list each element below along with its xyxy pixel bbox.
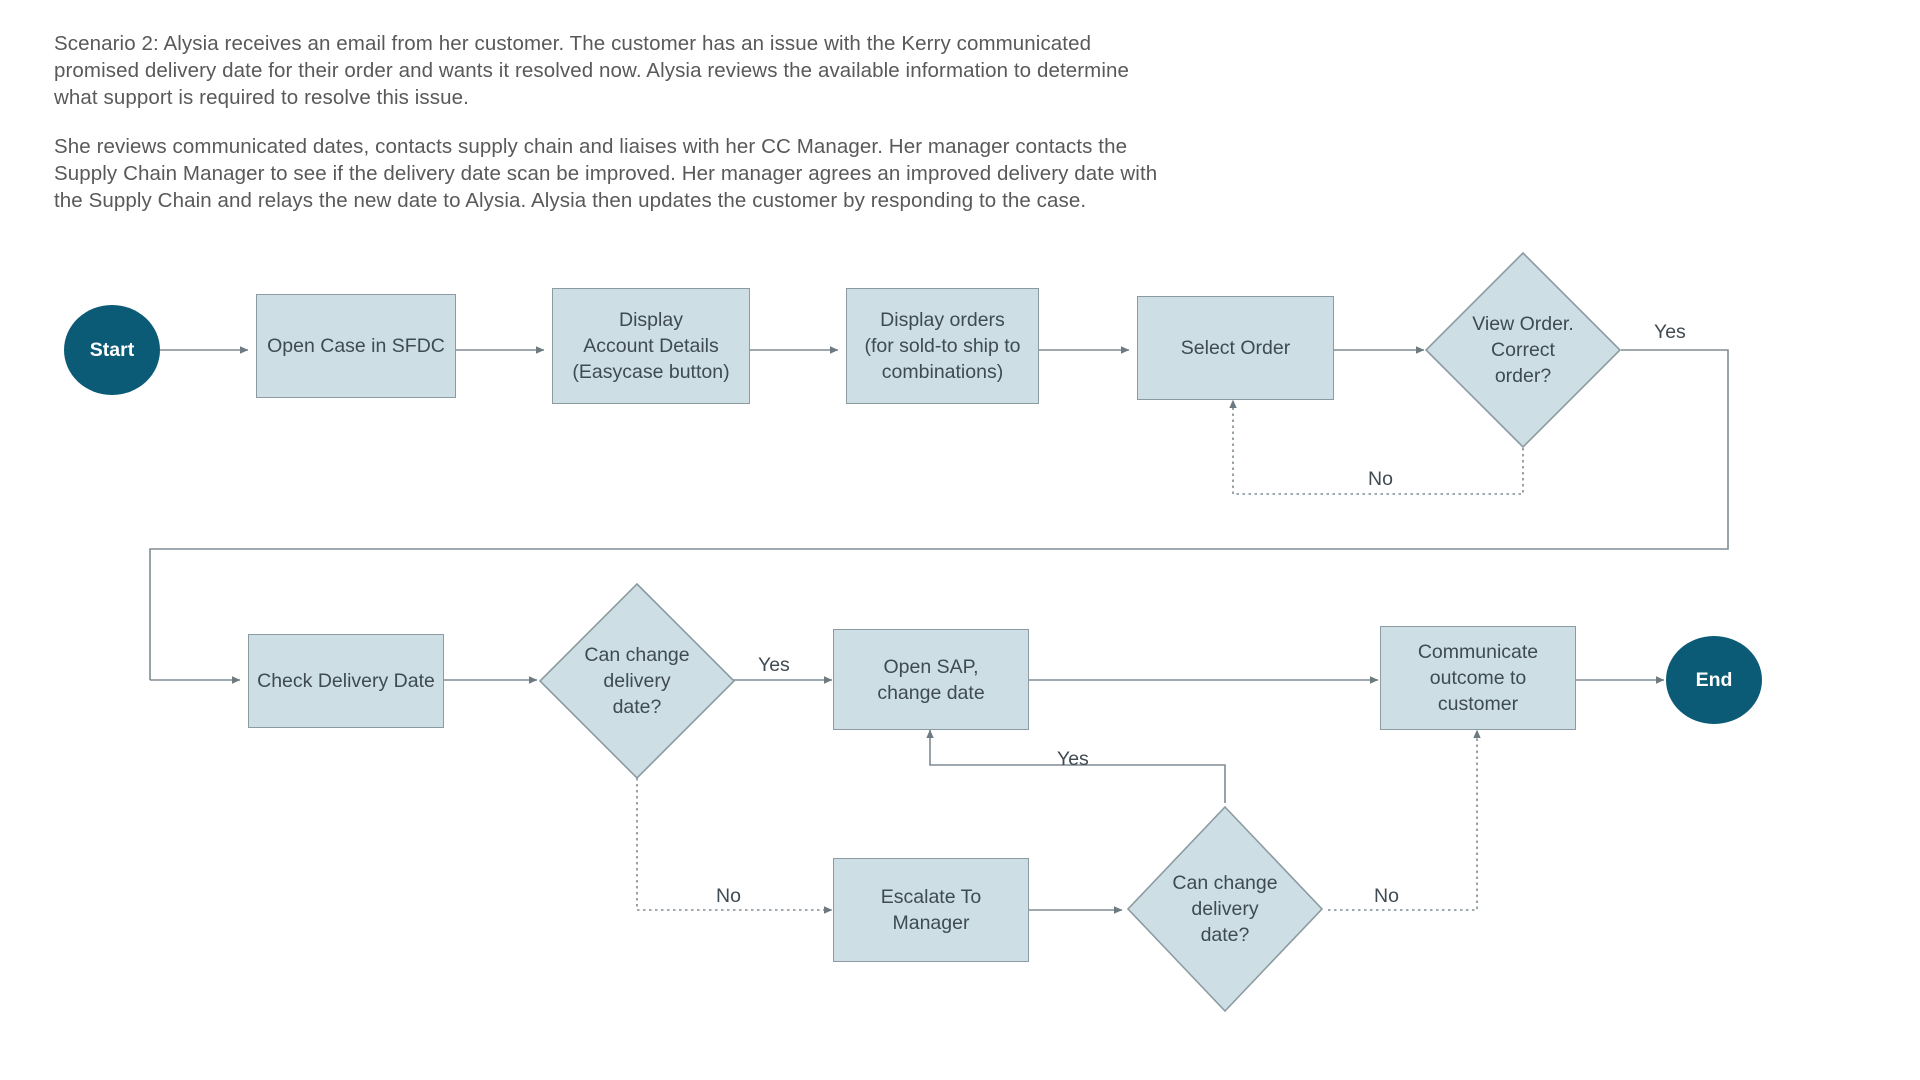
node-start[interactable]: Start [64,305,160,395]
scenario-description: Scenario 2: Alysia receives an email fro… [54,30,1174,236]
node-end[interactable]: End [1666,636,1762,724]
node-check-delivery-date[interactable]: Check Delivery Date [248,634,444,728]
node-end-label: End [1695,669,1733,691]
edge-label-can-change-2-yes: Yes [1057,748,1089,770]
diamond-shape [1425,252,1621,448]
node-open-case-in-sfdc-label: Open Case in SFDC [267,335,445,357]
node-open-sap-change-date-label: Open SAP,change date [877,655,985,704]
edge-label-can-change-1-no: No [716,885,741,907]
node-open-case-in-sfdc[interactable]: Open Case in SFDC [256,294,456,398]
node-check-delivery-date-label: Check Delivery Date [257,670,435,692]
node-select-order-label: Select Order [1180,337,1291,359]
edge-label-view-order-yes: Yes [1654,321,1686,343]
diamond-shape [539,583,735,779]
scenario-paragraph-2: She reviews communicated dates, contacts… [54,135,1158,212]
edge-label-can-change-2-no: No [1374,885,1399,907]
scenario-paragraph-1: Scenario 2: Alysia receives an email fro… [54,32,1130,109]
node-select-order[interactable]: Select Order [1137,296,1334,400]
diamond-shape [1127,806,1323,1012]
edge-can-change-2-no [1328,729,1481,911]
edge-label-can-change-1-yes: Yes [758,654,790,676]
node-open-sap-change-date[interactable]: Open SAP,change date [833,629,1029,730]
node-start-label: Start [89,339,135,361]
edge-label-view-order-no: No [1368,468,1393,490]
